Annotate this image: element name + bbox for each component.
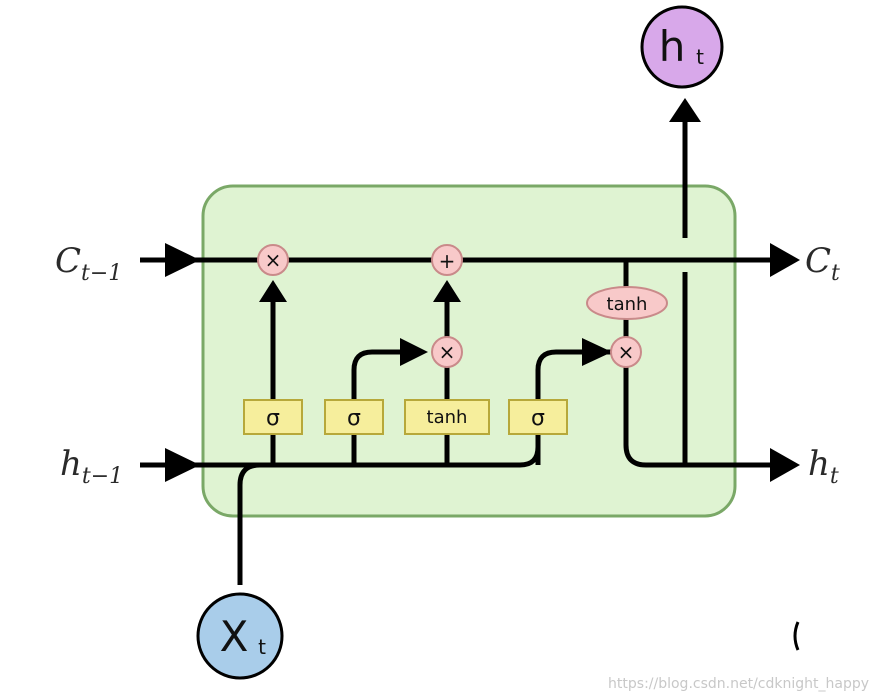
svg-text:t: t	[696, 45, 704, 69]
svg-text:σ: σ	[531, 406, 545, 431]
svg-text:σ: σ	[266, 406, 280, 431]
forget-gate-box: σ	[243, 399, 303, 435]
output-gate-arrow	[582, 338, 612, 366]
svg-text:+: +	[439, 249, 456, 273]
svg-text:h: h	[659, 22, 686, 71]
svg-text:t: t	[258, 635, 266, 659]
h-out-label: ht	[808, 444, 839, 489]
svg-text:×: ×	[439, 340, 456, 364]
xt-input-line	[237, 462, 261, 585]
h-prev-label: ht−1	[60, 444, 123, 489]
svg-text:σ: σ	[347, 406, 361, 431]
c-out-arrow	[770, 243, 800, 277]
h-out-arrow	[770, 448, 800, 482]
svg-text:tanh: tanh	[427, 407, 468, 428]
svg-text:×: ×	[618, 340, 635, 364]
h-top-arrow	[669, 98, 701, 122]
svg-text:×: ×	[265, 248, 282, 272]
cell-tanh-op: tanh	[586, 286, 668, 320]
input-gate-arrow	[400, 338, 428, 366]
svg-text:tanh: tanh	[607, 294, 648, 315]
c-out-label: Ct	[805, 241, 840, 286]
h-output-circle: h t	[640, 5, 724, 89]
output-multiply-op: ×	[610, 336, 642, 368]
watermark-text: https://blog.csdn.net/cdknight_happy	[608, 676, 869, 692]
forget-gate-arrow	[259, 280, 287, 302]
input-gate-box: σ	[324, 399, 384, 435]
h-prev-arrow	[165, 448, 200, 482]
edge-artifact	[793, 621, 800, 651]
candidate-tanh-box: tanh	[404, 399, 490, 435]
c-prev-label: Ct−1	[55, 241, 122, 286]
svg-text:X: X	[220, 612, 249, 661]
output-gate-box: σ	[508, 399, 568, 435]
input-add-arrow	[433, 280, 461, 302]
c-prev-arrow	[165, 243, 200, 277]
input-multiply-op: ×	[431, 336, 463, 368]
input-gate-connector	[351, 349, 415, 465]
x-input-circle: X t	[196, 592, 284, 680]
cell-add-op: +	[431, 244, 463, 276]
output-path	[623, 365, 790, 468]
forget-multiply-op: ×	[257, 244, 289, 276]
